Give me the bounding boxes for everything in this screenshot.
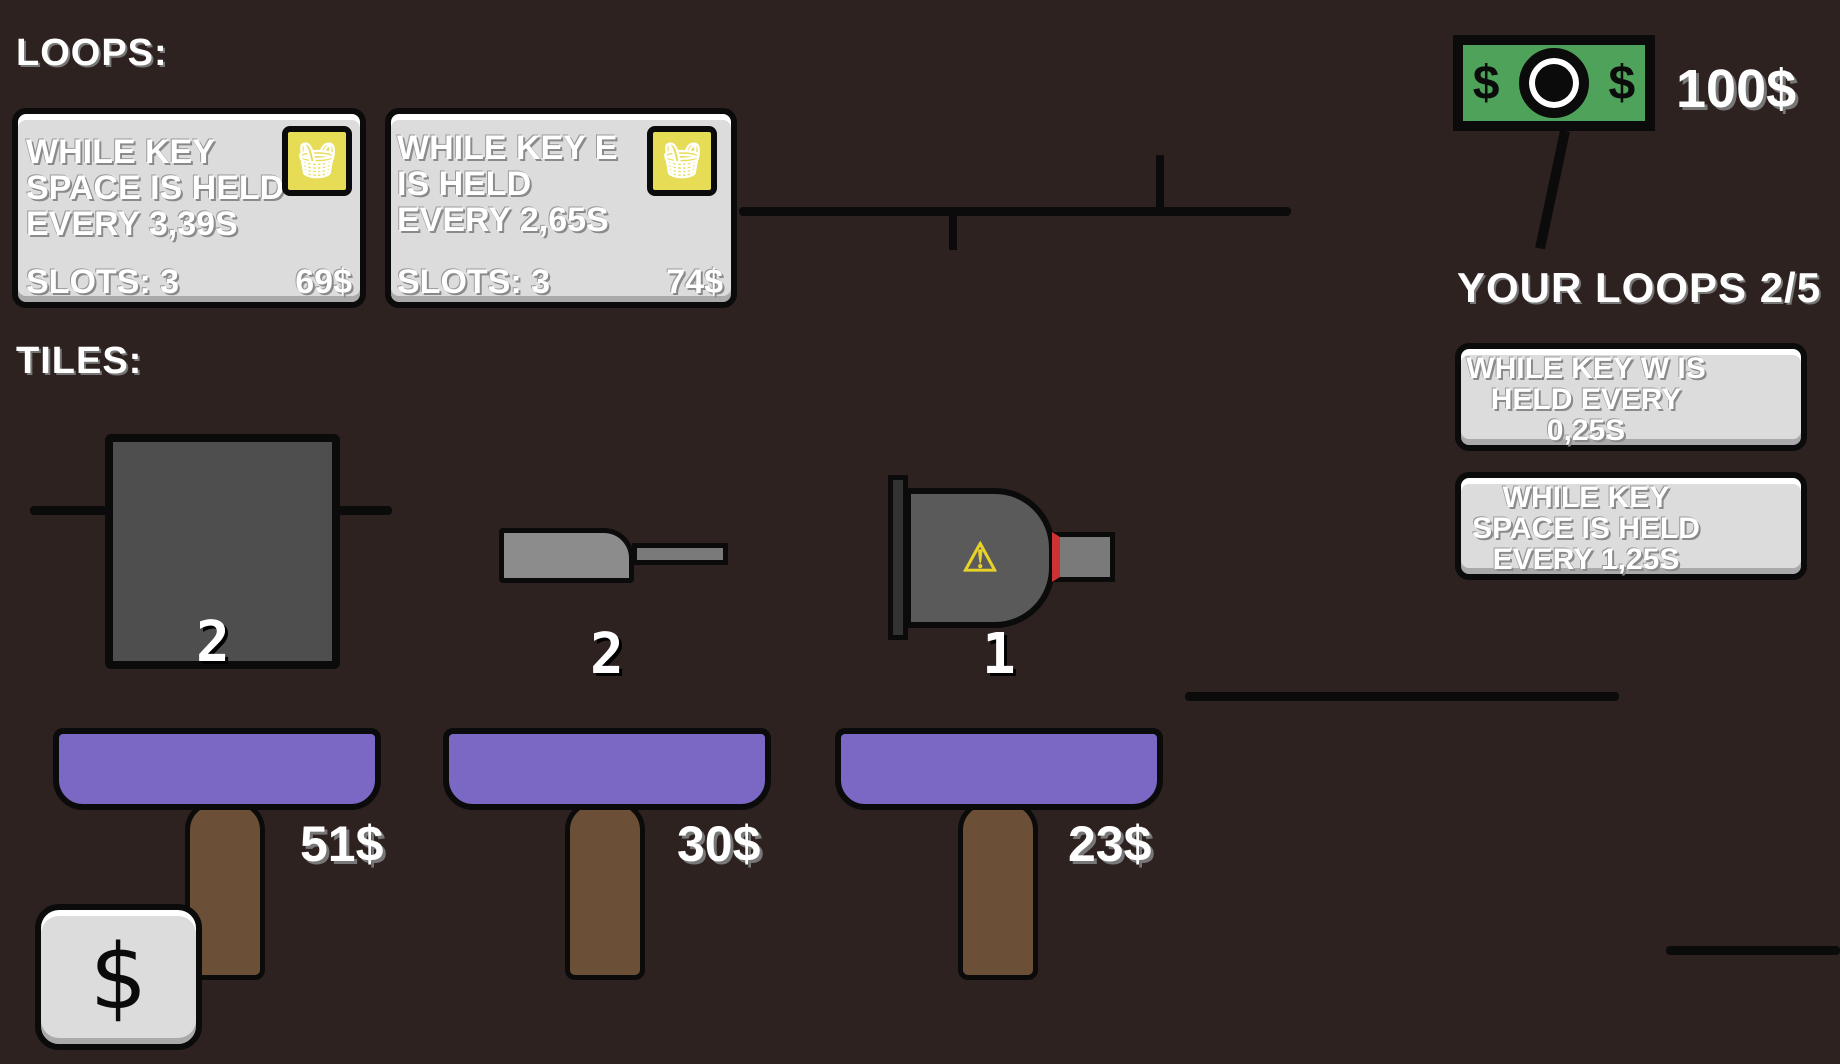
loop-line: held every xyxy=(1490,383,1682,416)
dollar-icon: $ xyxy=(89,924,148,1030)
loop-line: While key xyxy=(1502,481,1670,514)
basket-icon: 🧺︎ xyxy=(295,142,339,180)
loop-line: While key xyxy=(26,133,215,171)
loop-description: While key W is held every 0,25s xyxy=(1461,353,1711,446)
sell-button[interactable]: $ xyxy=(35,904,202,1050)
tile-price: 51$ xyxy=(300,816,384,872)
shield-panel-item[interactable] xyxy=(105,434,340,669)
money-bill-icon: $$ xyxy=(1453,35,1655,131)
loop-line: every 3,39s xyxy=(26,205,238,243)
decor-line xyxy=(1185,692,1619,701)
knife-item[interactable] xyxy=(499,528,634,583)
loop-description: While key space is held every 1,25s xyxy=(1461,482,1711,575)
decor-line xyxy=(1156,155,1164,210)
pedestal-top xyxy=(53,728,381,810)
shop-loop-card[interactable]: While key space is held every 3,39s 🧺︎ S… xyxy=(12,108,366,308)
loop-description: While key E is held every 2,65s xyxy=(397,130,617,238)
your-loops-heading: YOUR LOOPS 2/5 xyxy=(1457,264,1822,311)
tile-price: 30$ xyxy=(677,816,761,872)
pedestal-top xyxy=(443,728,771,810)
pedestal-top xyxy=(835,728,1163,810)
loop-line: While key E xyxy=(397,129,618,167)
loop-line: space is held xyxy=(26,169,285,207)
sign-post xyxy=(1535,129,1570,250)
decor-line xyxy=(739,207,1291,216)
loop-line: 0,25s xyxy=(1546,414,1626,447)
buy-loop-button[interactable]: 🧺︎ xyxy=(282,126,352,196)
loops-heading: LOOPS: xyxy=(16,32,168,74)
bottle-cap xyxy=(1052,532,1115,582)
loop-line: is held xyxy=(397,165,532,203)
loop-price: 69$ xyxy=(295,263,352,301)
pedestal-stem xyxy=(565,800,645,980)
tile-count: 2 xyxy=(590,622,624,687)
loop-line: While key W is xyxy=(1466,352,1706,385)
tiles-heading: TILES: xyxy=(16,340,143,382)
pedestal-stem xyxy=(958,800,1038,980)
loop-line: every 1,25s xyxy=(1492,543,1680,576)
loop-price: 74$ xyxy=(666,263,723,301)
tile-count: 2 xyxy=(196,610,230,675)
shop-loop-card[interactable]: While key E is held every 2,65s 🧺︎ Slots… xyxy=(385,108,737,308)
loop-slots: Slots: 3 xyxy=(26,263,180,301)
decor-line xyxy=(949,210,957,250)
loop-line: every 2,65s xyxy=(397,201,609,239)
owned-loop-card[interactable]: While key W is held every 0,25s xyxy=(1455,343,1807,451)
knife-handle xyxy=(632,543,728,565)
tile-count: 1 xyxy=(982,622,1016,687)
loop-description: While key space is held every 3,39s xyxy=(26,134,284,242)
basket-icon: 🧺︎ xyxy=(660,142,704,180)
decor-line xyxy=(1666,946,1840,955)
loop-slots: Slots: 3 xyxy=(397,263,551,301)
hazard-icon: ⚠ xyxy=(962,536,998,580)
owned-loop-card[interactable]: While key space is held every 1,25s xyxy=(1455,472,1807,580)
buy-loop-button[interactable]: 🧺︎ xyxy=(647,126,717,196)
tile-price: 23$ xyxy=(1068,816,1152,872)
poison-bottle-item[interactable]: ⚠ xyxy=(905,488,1055,628)
money-amount: 100$ xyxy=(1676,59,1797,119)
loop-line: space is held xyxy=(1472,512,1700,545)
